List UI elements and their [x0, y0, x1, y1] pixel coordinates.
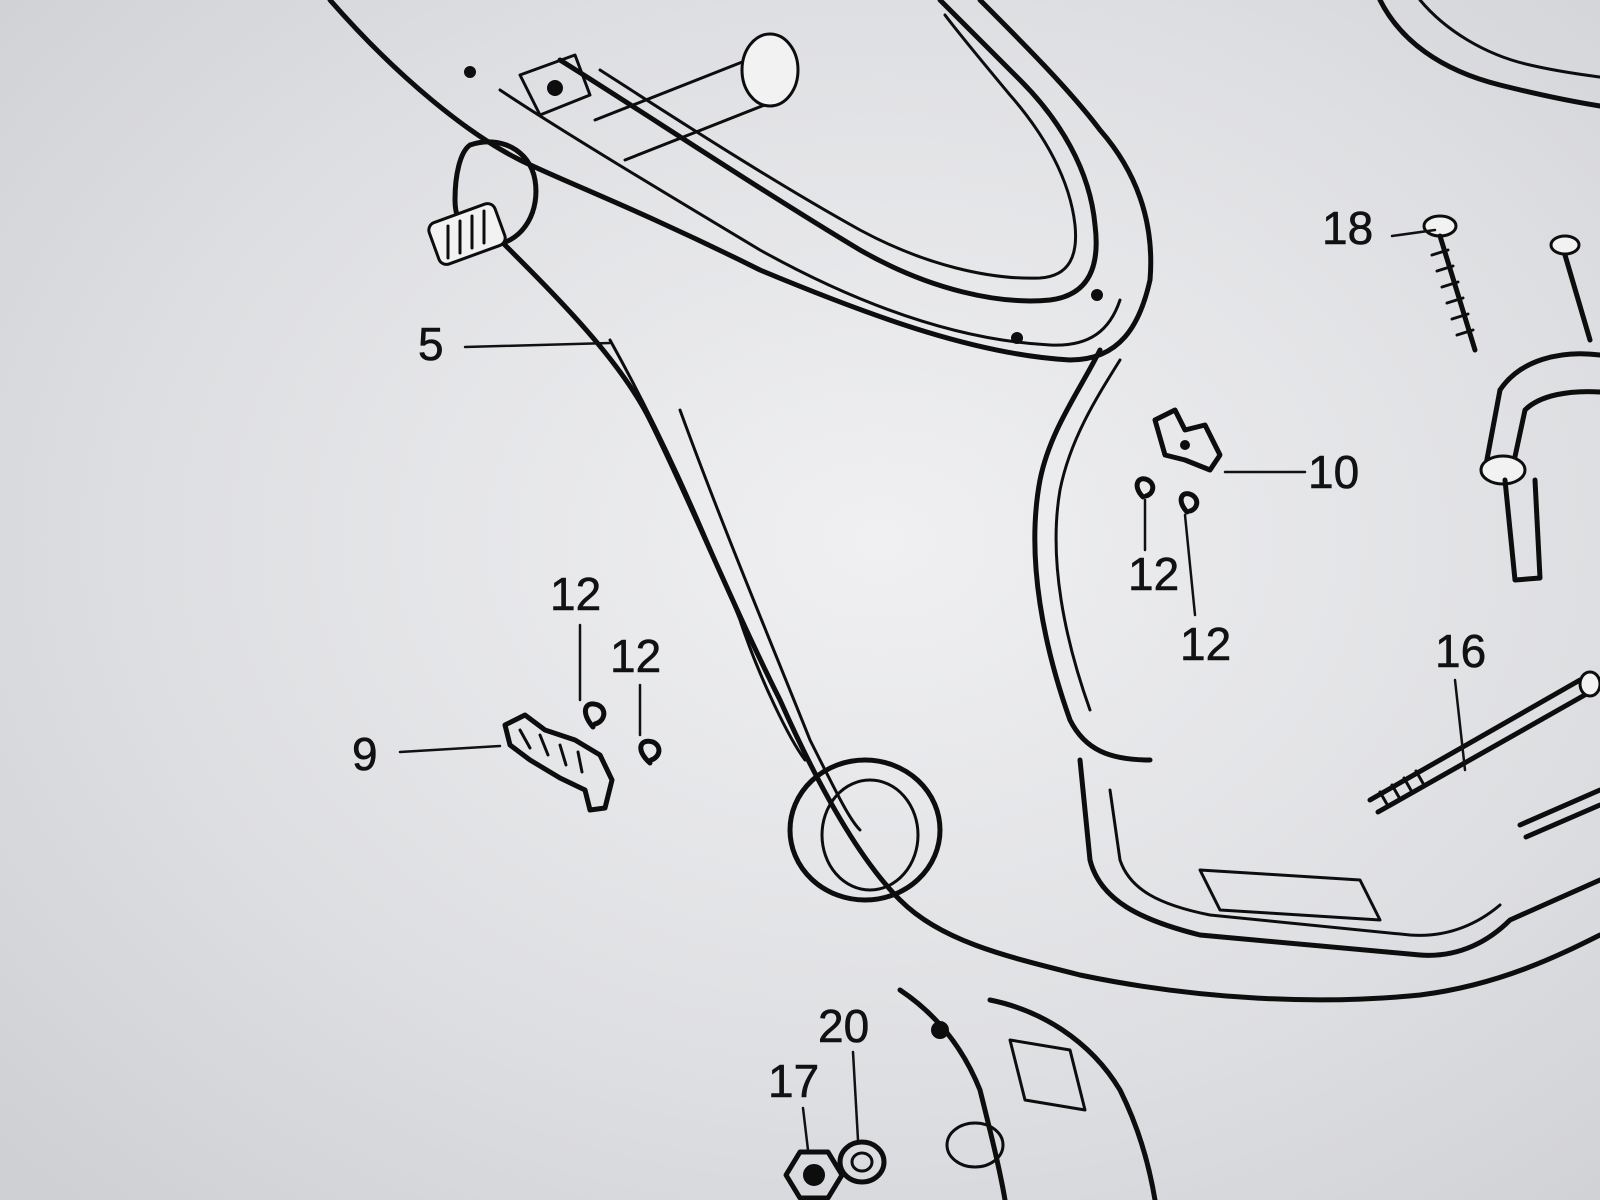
leader-16 — [1453, 678, 1467, 772]
mount-hole-2 — [1011, 332, 1023, 344]
retaining-clips-part-12-right — [1134, 476, 1200, 515]
retaining-clips-part-12-left — [582, 701, 662, 766]
lower-tray-outline — [1077, 757, 1600, 958]
frame-edge-inner — [678, 408, 862, 832]
label-part-10: 10 — [1308, 446, 1359, 498]
label-part-5: 5 — [418, 318, 444, 370]
leader-18 — [1390, 228, 1437, 238]
leader-12-right-bottom — [1183, 513, 1197, 617]
upper-opening-rim — [498, 88, 1122, 347]
mounting-bracket-top — [518, 53, 592, 117]
leader-20 — [851, 1050, 860, 1142]
clamp-right — [1479, 351, 1600, 583]
leader-9 — [398, 744, 502, 754]
leader-17 — [801, 1106, 810, 1152]
leader-5 — [463, 341, 612, 349]
lower-tray-slot — [1198, 868, 1382, 922]
label-part-20: 20 — [818, 1000, 869, 1052]
upper-opening-inner — [598, 13, 1078, 280]
lower-bracket-assembly — [897, 987, 1158, 1200]
mount-hole-3 — [1091, 289, 1103, 301]
clip-part-10 — [1152, 407, 1223, 473]
label-part-12-right-top: 12 — [1128, 548, 1179, 600]
label-part-16: 16 — [1435, 625, 1486, 677]
mount-hole-1 — [464, 66, 476, 78]
top-right-panel-edge — [1377, 0, 1600, 109]
label-part-9: 9 — [352, 728, 378, 780]
frame-outline-upper — [327, 0, 1154, 363]
washer-part-20 — [837, 1139, 887, 1185]
tube-rod-top — [593, 53, 762, 122]
screw-part-18-second — [1549, 234, 1593, 343]
tube-rod-cap — [740, 32, 800, 108]
callout-labels: 5 9 10 12 12 12 12 16 17 18 20 — [352, 202, 1487, 1108]
label-part-12-left-top: 12 — [550, 568, 601, 620]
side-rail-outer — [1032, 347, 1153, 763]
frame-outline-lower — [497, 237, 1600, 1003]
top-right-panel-inner — [1418, 0, 1600, 79]
frame-edge-rib — [608, 338, 807, 762]
side-rail-inner — [1054, 358, 1122, 712]
bearing-bore — [787, 757, 943, 903]
label-part-12-left-bottom: 12 — [610, 630, 661, 682]
label-part-17: 17 — [768, 1055, 819, 1107]
rod-part-16 — [1367, 670, 1600, 815]
upper-opening-outer — [557, 0, 1099, 304]
label-part-12-right-bottom: 12 — [1180, 618, 1231, 670]
label-part-18: 18 — [1322, 202, 1373, 254]
rod-part-16-lower — [1517, 787, 1600, 840]
leader-lines — [398, 228, 1467, 1152]
frame-drawing — [327, 0, 1600, 1200]
threaded-bolt-upper — [427, 139, 539, 266]
clip-part-9 — [502, 712, 615, 813]
lower-tray-inner — [1108, 788, 1502, 937]
